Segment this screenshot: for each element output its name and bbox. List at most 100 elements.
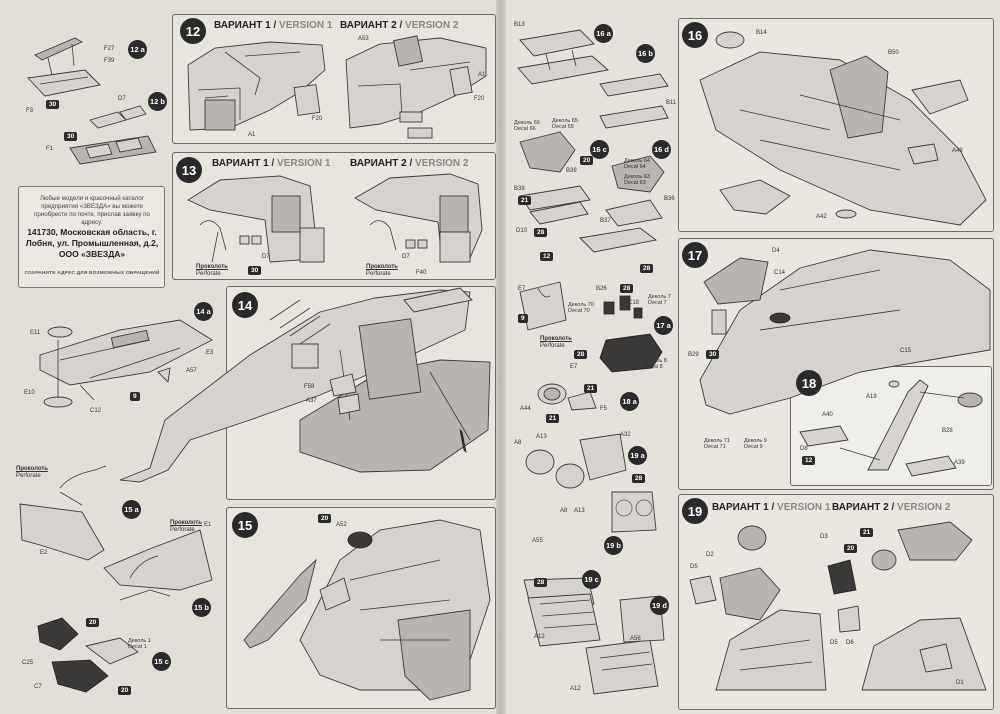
- step-18-number: 18: [796, 370, 822, 396]
- part-label: A37: [306, 398, 317, 404]
- part-label: F40: [416, 270, 427, 276]
- paint-code: 12: [802, 456, 816, 465]
- part-label: A39: [954, 460, 965, 466]
- sub-step-19c: 19 c: [582, 570, 601, 589]
- part-label: E1: [204, 522, 212, 528]
- sub-step-19b: 19 b: [604, 536, 623, 555]
- step-19-art: [689, 521, 987, 691]
- part-label: F20: [312, 116, 323, 122]
- sub-step-12a: 12 a: [128, 40, 147, 59]
- part-label: B50: [888, 50, 899, 56]
- part-label: A55: [532, 538, 543, 544]
- step-13-version-2-title: ВАРИАНТ 2 / VERSION 2: [350, 158, 469, 169]
- step-15-art: [243, 519, 491, 701]
- paint-code: 21: [518, 196, 532, 205]
- part-label: B29: [688, 352, 699, 358]
- part-label: D10: [516, 228, 528, 234]
- step-17a-art: [519, 281, 663, 373]
- notice-footer: СОХРАНИТЕ АДРЕС ДЛЯ ВОЗМОЖНЫХ ОБРАЩЕНИЙ: [24, 271, 160, 276]
- part-label: B11: [666, 100, 677, 106]
- sub-step-16a: 16 a: [594, 24, 613, 43]
- step-12-number: 12: [180, 18, 206, 44]
- step-13-version-1-title: ВАРИАНТ 1 / VERSION 1: [212, 158, 331, 169]
- part-label: D8: [800, 446, 808, 452]
- part-label: A12: [570, 686, 581, 692]
- part-label: F39: [104, 58, 115, 64]
- sub-step-17a: 17 a: [654, 316, 673, 335]
- floor-parts: [39, 319, 213, 408]
- step-19-version-1-title: ВАРИАНТ 1 / VERSION 1: [712, 502, 831, 513]
- step-16abcd-art: [517, 29, 669, 253]
- step-14-art: [119, 287, 491, 483]
- part-label: E7: [518, 286, 526, 292]
- part-label: D5: [830, 640, 838, 646]
- part-label: C12: [90, 408, 102, 414]
- paint-code: 21: [584, 384, 598, 393]
- paint-code: 20: [118, 686, 132, 695]
- step-18-art: [799, 379, 983, 477]
- part-label: A53: [358, 36, 369, 42]
- part-label: F1: [46, 146, 54, 152]
- part-label: A19: [866, 394, 877, 400]
- part-label: A12: [534, 634, 545, 640]
- part-label: F58: [304, 384, 315, 390]
- paint-code: 28: [534, 228, 548, 237]
- part-label: A43: [952, 148, 963, 154]
- part-label: A56: [630, 636, 641, 642]
- paint-code: 20: [86, 618, 100, 627]
- sub-step-15c: 15 c: [152, 652, 171, 671]
- part-label: F5: [600, 406, 608, 412]
- sub-step-18a: 18 a: [620, 392, 639, 411]
- step-13-number: 13: [176, 157, 202, 183]
- paint-code: 9: [518, 314, 528, 323]
- part-label: E11: [30, 330, 41, 336]
- sub-step-16d: 16 d: [652, 140, 671, 159]
- step-12-version-1-title: ВАРИАНТ 1 / VERSION 1: [214, 20, 333, 31]
- part-label: F27: [104, 46, 115, 52]
- part-label: D3: [820, 534, 828, 540]
- notice-address: 141730, Московская область, г. Лобня, ул…: [25, 227, 159, 259]
- paint-code: 12: [540, 252, 554, 261]
- part-label: B14: [756, 30, 767, 36]
- step-17-art: [699, 249, 991, 415]
- part-label: D1: [956, 680, 964, 686]
- part-label: B13: [514, 22, 525, 28]
- paint-code: 20: [580, 156, 594, 165]
- step-15-number: 15: [232, 512, 258, 538]
- step-19-version-2-title: ВАРИАНТ 2 / VERSION 2: [832, 502, 951, 513]
- part-label: C18: [628, 300, 640, 306]
- paint-code: 28: [534, 578, 548, 587]
- paint-code: 28: [574, 350, 588, 359]
- part-label: A8: [514, 440, 522, 446]
- part-label: A57: [186, 368, 197, 374]
- step-19-number: 19: [682, 498, 708, 524]
- part-label: D5: [690, 564, 698, 570]
- step-12-art: [187, 35, 487, 139]
- part-label: E3: [206, 350, 214, 356]
- paint-code: 21: [546, 414, 560, 423]
- sub-step-19a: 19 a: [628, 446, 647, 465]
- step-17-number: 17: [682, 242, 708, 268]
- part-label: E10: [24, 390, 35, 396]
- part-label: E7: [570, 364, 578, 370]
- part-label: B28: [942, 428, 953, 434]
- paint-code: 9: [130, 392, 140, 401]
- step-14-number: 14: [232, 292, 258, 318]
- part-label: D7: [402, 254, 410, 260]
- sub-step-15a: 15 a: [122, 500, 141, 519]
- part-label: E2: [40, 550, 48, 556]
- paint-code: 28: [640, 264, 654, 273]
- paint-code: 20: [844, 544, 858, 553]
- paint-code: 28: [632, 474, 646, 483]
- sub-step-16c: 16 c: [590, 140, 609, 159]
- paint-code: 30: [706, 350, 720, 359]
